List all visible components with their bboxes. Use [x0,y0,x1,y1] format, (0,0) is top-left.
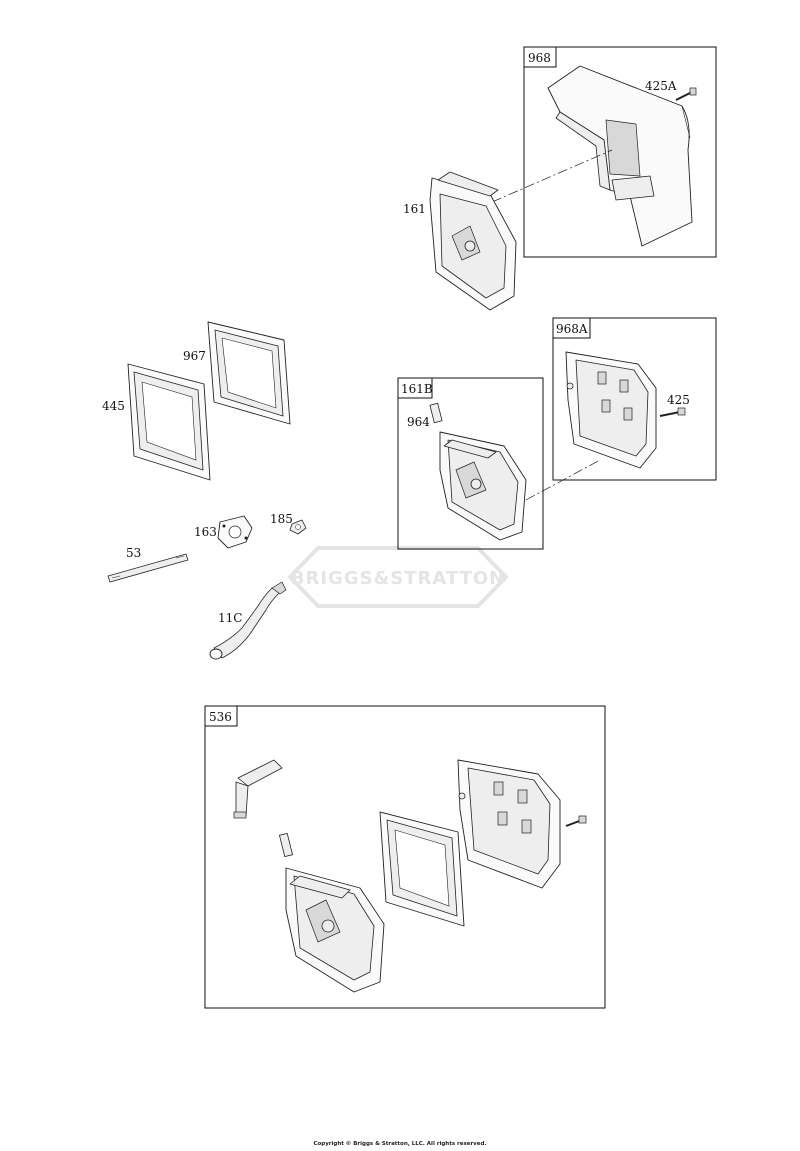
callout-445: 445 [102,399,125,413]
callout-53: 53 [126,546,141,560]
kit-bolt[interactable] [565,815,587,827]
callout-968: 968 [528,51,551,65]
callout-185: 185 [270,512,293,526]
part-163-gasket[interactable] [217,515,253,549]
callout-161: 161 [403,202,426,216]
callout-536: 536 [209,710,232,724]
callout-425A: 425A [645,79,677,93]
box-968A: 968A 425 [552,317,717,481]
callout-964: 964 [407,415,430,429]
box-161B: 161B 964 [397,377,544,550]
box-536: 536 [204,705,606,1009]
kit-housing[interactable] [457,759,561,889]
part-425A-bolt[interactable] [675,87,697,101]
callout-161B: 161B [401,382,433,396]
kit-filter[interactable] [379,811,465,927]
box-968: 968 425A [523,46,717,258]
part-425-bolt[interactable] [659,407,686,417]
part-968A-housing[interactable] [565,351,657,469]
part-161B-valve-cover-assembly[interactable] [439,431,527,541]
part-11C-tube[interactable] [209,581,287,660]
part-53-stud[interactable] [107,553,189,583]
callout-967: 967 [183,349,206,363]
part-445-air-filter[interactable] [127,363,211,481]
part-964-pin[interactable] [429,402,443,424]
kit-pin[interactable] [279,832,293,858]
callout-163: 163 [194,525,217,539]
kit-valve-cover[interactable] [285,867,385,993]
kit-breather-tube[interactable] [233,759,283,819]
copyright-footer: Copyright © Briggs & Stratton, LLC. All … [313,1141,487,1147]
callout-968A: 968A [556,322,588,336]
callout-11C: 11C [218,611,242,625]
part-967-filter[interactable] [207,321,291,425]
watermark-logo: BRIGGS&STRATTON [287,546,509,608]
watermark-text: BRIGGS&STRATTON [291,568,505,589]
part-185-nut[interactable] [289,519,307,535]
part-161-valve-cover[interactable] [429,171,517,311]
callout-425: 425 [667,393,690,407]
